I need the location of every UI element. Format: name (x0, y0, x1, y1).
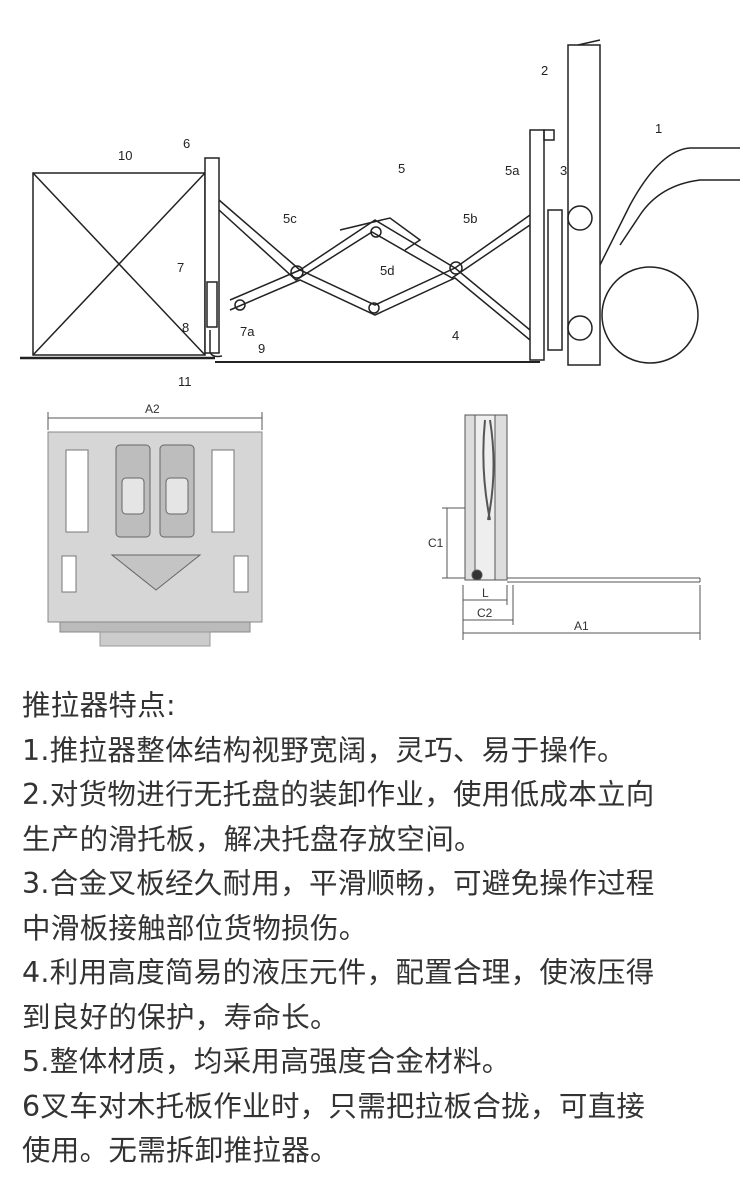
svg-text:5a: 5a (505, 163, 520, 178)
push-pull-side-dim-diagram (442, 414, 701, 640)
svg-text:10: 10 (118, 148, 132, 163)
svg-text:L: L (482, 586, 489, 600)
svg-text:C2: C2 (477, 606, 493, 620)
svg-text:5b: 5b (463, 211, 477, 226)
svg-text:5: 5 (398, 161, 405, 176)
feature-line: 4.利用高度简易的液压元件，配置合理，使液压得 (22, 956, 655, 989)
svg-text:2: 2 (541, 63, 548, 78)
feature-line: 使用。无需拆卸推拉器。 (22, 1134, 339, 1167)
feature-line: 生产的滑托板，解决托盘存放空间。 (22, 822, 483, 856)
svg-text:9: 9 (258, 341, 265, 356)
svg-text:A2: A2 (145, 402, 160, 416)
svg-text:A1: A1 (574, 619, 589, 633)
svg-text:11: 11 (178, 374, 192, 389)
svg-text:3: 3 (560, 163, 567, 178)
features-text: 推拉器特点: 1.推拉器整体结构视野宽阔，灵巧、易于操作。 2.对货物进行无托盘… (22, 684, 742, 1174)
features-title: 推拉器特点: (22, 689, 176, 722)
push-pull-front-diagram: A2 (47, 402, 263, 647)
dimension-labels: C1 L C2 A1 (428, 536, 589, 633)
svg-text:1: 1 (655, 121, 662, 136)
push-pull-side-diagram (20, 39, 740, 366)
svg-text:7a: 7a (240, 324, 255, 339)
feature-line: 中滑板接触部位货物损伤。 (22, 911, 368, 945)
feature-line: 到良好的保护，寿命长。 (22, 1000, 339, 1034)
svg-text:8: 8 (182, 320, 189, 335)
part-labels: 10 6 5 5c 5d 5b 5a 3 2 1 7 8 7a 9 4 11 (118, 63, 662, 389)
feature-line: 5.整体材质，均采用高强度合金材料。 (22, 1045, 511, 1078)
svg-text:4: 4 (452, 328, 459, 343)
svg-text:C1: C1 (428, 536, 444, 550)
feature-line: 2.对货物进行无托盘的装卸作业，使用低成本立向 (22, 778, 655, 811)
feature-line: 1.推拉器整体结构视野宽阔，灵巧、易于操作。 (22, 733, 626, 767)
feature-line: 6叉车对木托板作业时，只需把拉板合拢，可直接 (22, 1089, 646, 1123)
svg-text:5c: 5c (283, 211, 297, 226)
svg-text:7: 7 (177, 260, 184, 275)
technical-drawings: 10 6 5 5c 5d 5b 5a 3 2 1 7 8 7a 9 4 11 A… (20, 39, 740, 647)
feature-line: 3.合金叉板经久耐用，平滑顺畅，可避免操作过程 (22, 867, 655, 900)
svg-text:6: 6 (183, 136, 190, 151)
svg-text:5d: 5d (380, 263, 394, 278)
